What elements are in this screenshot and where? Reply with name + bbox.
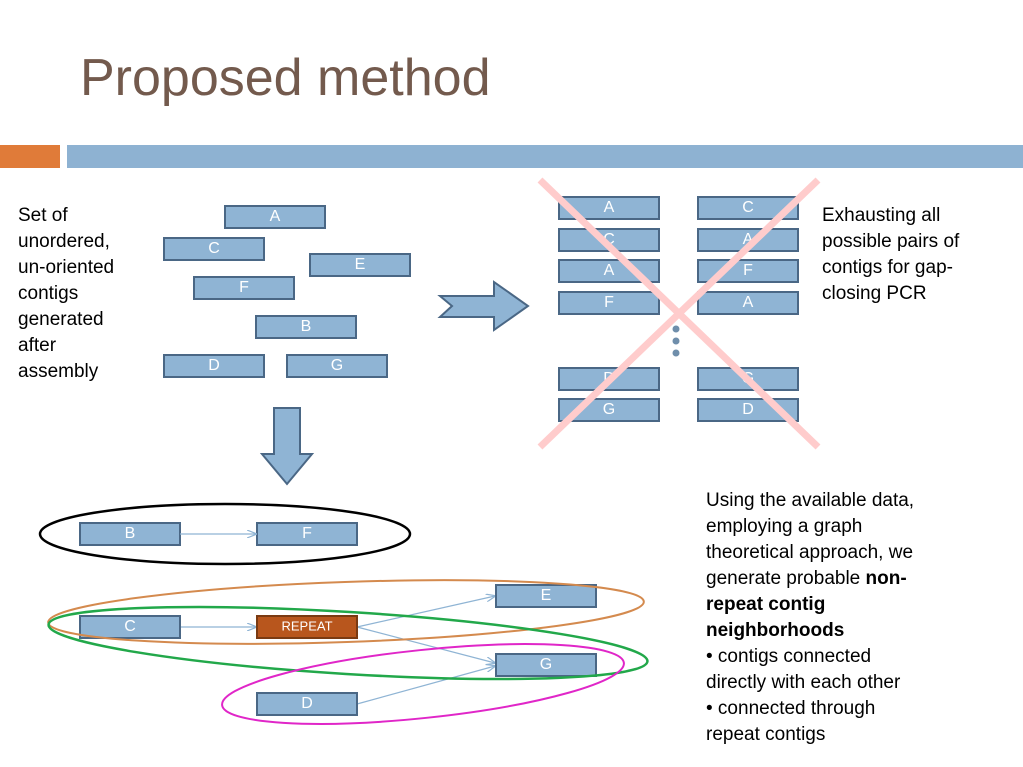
contig-label: D (208, 357, 220, 374)
caption-line: possible pairs of (822, 231, 960, 252)
caption-line: Using the available data, (706, 490, 915, 511)
page-title: Proposed method (80, 49, 491, 107)
pair-left-box: C (558, 228, 660, 252)
contig-box: C (79, 615, 181, 639)
caption-line: assembly (18, 361, 99, 382)
contig-label: C (742, 199, 754, 216)
contig-label: G (540, 656, 552, 673)
unordered-contigs: A C E F B D G (163, 205, 411, 378)
caption-bold-text: non- (865, 568, 907, 589)
contig-label: D (301, 695, 313, 712)
contig-label: G (603, 401, 615, 418)
header-blue-block (67, 145, 1023, 168)
caption-line: unordered, (18, 231, 110, 252)
graph-approach-caption: Using the available data, employing a gr… (706, 488, 1006, 748)
contig-label: C (208, 240, 220, 257)
contig-label: G (331, 357, 343, 374)
contig-box: D (163, 354, 265, 378)
caption-text: generate probable (706, 568, 866, 589)
contig-label: B (301, 318, 312, 335)
direct-neighborhood: B F (38, 502, 412, 566)
caption-bold-text: neighborhoods (706, 620, 845, 641)
contig-label: F (604, 294, 614, 311)
contig-label: A (604, 262, 615, 279)
contig-label: B (125, 525, 136, 542)
contig-label: F (239, 279, 249, 296)
caption-line: un-oriented (18, 257, 115, 278)
bullet-line: • connected through (706, 698, 876, 719)
contig-label: A (743, 231, 754, 248)
bullet-line: directly with each other (706, 672, 901, 693)
contig-box: D (256, 692, 358, 716)
header-rule-bar (67, 145, 1023, 168)
caption-line: after (18, 335, 57, 356)
caption-line: contigs (18, 283, 79, 304)
caption-line: Exhausting all (822, 205, 941, 226)
caption-bold-text: repeat contig (706, 594, 826, 615)
repeat-label: REPEAT (281, 618, 332, 633)
pair-right-box: C (697, 196, 799, 220)
caption-line: generated (18, 309, 104, 330)
caption-line: theoretical approach, we (706, 542, 914, 563)
neighborhood-ellipse-magenta (221, 643, 625, 725)
caption-line: contigs for gap- (822, 257, 953, 278)
contig-box: E (495, 584, 597, 608)
header-accent-bar (0, 145, 60, 168)
contig-label: F (743, 262, 753, 279)
bullet-line: repeat contigs (706, 724, 826, 745)
contig-box: F (193, 276, 295, 300)
caption-line: closing PCR (822, 283, 927, 304)
caption-line: employing a graph (706, 516, 863, 537)
accent-orange-block (0, 145, 60, 168)
unordered-contigs-caption: Set of unordered, un-oriented contigs ge… (18, 203, 148, 385)
exhaustive-pairs-caption: Exhausting all possible pairs of contigs… (822, 203, 1012, 307)
edge-arrow (356, 626, 495, 663)
contig-label: A (270, 208, 281, 225)
repeat-contig-box: REPEAT (256, 615, 358, 639)
contig-label: C (124, 618, 136, 635)
contig-label: C (603, 231, 615, 248)
contig-box: F (256, 522, 358, 546)
edge-arrow (356, 666, 495, 705)
contig-label: F (302, 525, 312, 542)
contig-label: A (743, 294, 754, 311)
down-arrow-icon (259, 407, 315, 486)
neighborhood-ellipse (38, 502, 412, 566)
contig-label: A (604, 199, 615, 216)
contig-box: B (255, 315, 357, 339)
caption-line: Set of (18, 205, 68, 226)
reject-cross-icon (537, 177, 821, 450)
neighborhood-ellipse-green (47, 605, 649, 681)
contig-label: D (742, 401, 754, 418)
contig-box: C (163, 237, 265, 261)
exhaustive-pairs: A C C A A F F A (558, 196, 799, 422)
repeat-neighborhood: C REPEAT E G D (47, 579, 649, 725)
contig-label: E (541, 587, 552, 604)
ellipsis-dots-icon (672, 325, 680, 357)
contig-box: A (224, 205, 326, 229)
caption-line-mixed: generate probable non- (706, 566, 1006, 592)
contig-box: G (286, 354, 388, 378)
right-arrow-icon (437, 280, 530, 332)
contig-label: E (355, 256, 366, 273)
pair-right-box: F (697, 259, 799, 283)
bullet-line: • contigs connected (706, 646, 872, 667)
pair-right-box: A (697, 291, 799, 315)
pair-left-box: A (558, 196, 660, 220)
edge-arrow (356, 596, 495, 628)
caption-line: neighborhoods (706, 618, 1006, 644)
pair-left-box: F (558, 291, 660, 315)
contig-box: E (309, 253, 411, 277)
contig-box: B (79, 522, 181, 546)
caption-line: repeat contig (706, 592, 1006, 618)
contig-box: G (495, 653, 597, 677)
